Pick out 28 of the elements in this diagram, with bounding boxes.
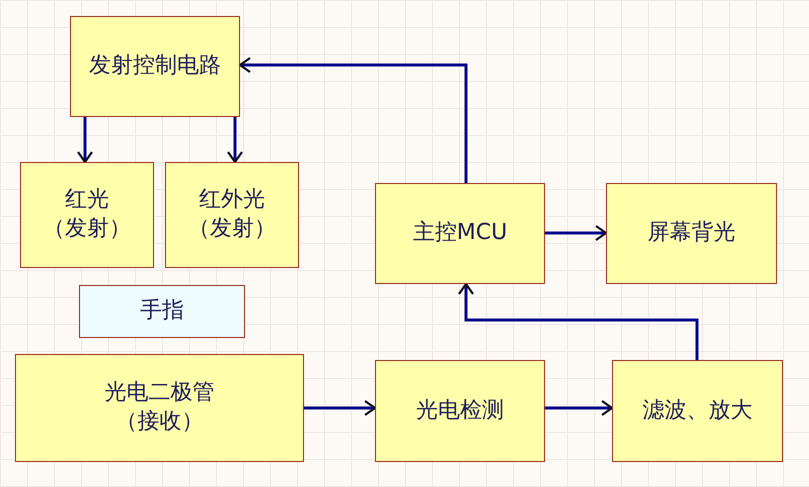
process-box (165, 162, 299, 268)
process-box (79, 285, 245, 338)
arrow (238, 56, 468, 183)
box-label: 主控MCU (412, 219, 508, 248)
process-box (70, 16, 240, 117)
box-label: （发射） (188, 215, 276, 243)
box-label: （接收） (116, 408, 204, 436)
arrow (545, 224, 608, 242)
box-label: 手指 (140, 297, 184, 326)
box-label: 光电检测 (416, 396, 504, 425)
box-label: 屏幕背光 (648, 219, 736, 248)
process-box (612, 360, 783, 462)
arrow (304, 400, 376, 416)
box-label: 光电二极管 (104, 379, 214, 408)
arrow (226, 117, 244, 164)
box-label: 发射控制电路 (89, 52, 221, 80)
box-label: （发射） (43, 215, 131, 243)
arrow (545, 400, 614, 416)
process-box (606, 183, 777, 284)
arrow (76, 117, 94, 164)
box-label: 红外光 (199, 186, 265, 214)
box-label: 红光 (65, 186, 109, 214)
process-box (375, 183, 545, 284)
process-box (375, 360, 545, 462)
process-box (20, 162, 154, 268)
arrow (458, 282, 698, 360)
box-label: 滤波、放大 (642, 396, 752, 425)
process-box (15, 354, 304, 462)
